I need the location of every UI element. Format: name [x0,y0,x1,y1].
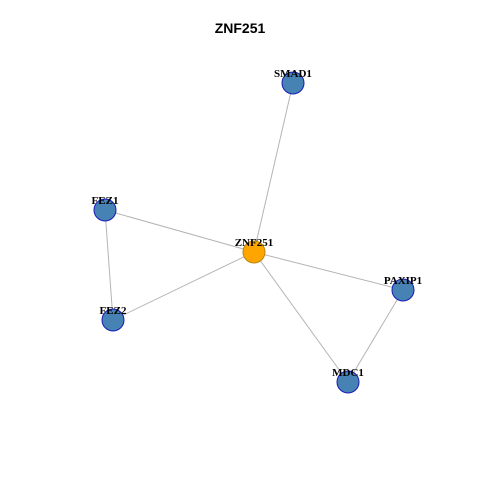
edge-fez1-fez2 [104,209,114,321]
node-mdc1 [336,370,360,394]
edge-znf251-paxip1 [253,251,404,291]
node-smad1 [281,71,305,95]
edge-znf251-fez2 [112,251,255,321]
node-label-smad1: SMAD1 [274,68,312,80]
edges-layer [104,82,404,383]
graph-title: ZNF251 [214,20,266,36]
node-label-paxip1: PAXIP1 [384,275,422,287]
edge-paxip1-mdc1 [347,289,404,383]
edge-znf251-smad1 [253,82,294,253]
node-paxip1 [391,278,415,302]
edge-znf251-fez1 [104,209,255,253]
node-label-mdc1: MDC1 [332,367,364,379]
node-label-znf251: ZNF251 [235,237,274,249]
node-label-fez1: FEZ1 [92,195,119,207]
edge-znf251-mdc1 [253,251,349,383]
node-fez2 [101,308,125,332]
node-label-fez2: FEZ2 [100,305,127,317]
nodes-layer [93,71,415,394]
node-znf251 [242,240,266,264]
node-fez1 [93,198,117,222]
